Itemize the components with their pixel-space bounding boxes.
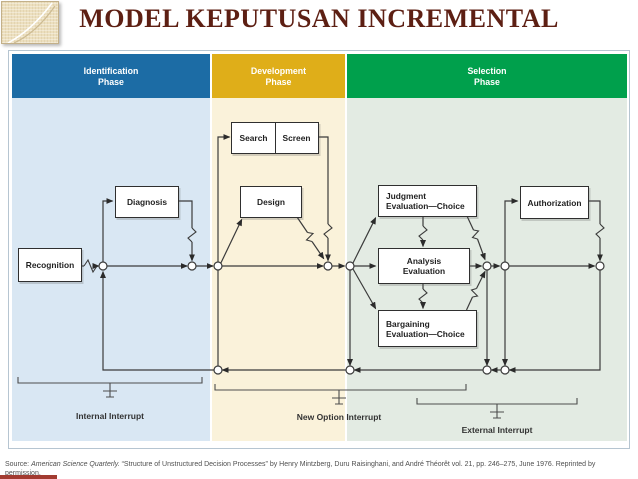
box-label: Evaluation—Choice bbox=[386, 328, 465, 339]
interrupt-squiggle-icon bbox=[595, 223, 605, 239]
box-analysis-evaluation: Analysis Evaluation bbox=[378, 248, 470, 284]
interrupt-squiggle-icon bbox=[470, 287, 479, 298]
box-label: Authorization bbox=[527, 197, 582, 208]
phase-header-selection: Selection Phase bbox=[347, 54, 627, 98]
box-search: Search bbox=[233, 123, 275, 153]
phase-label: Development bbox=[250, 66, 307, 76]
box-label: Screen bbox=[282, 133, 311, 143]
phase-label: Phase bbox=[474, 76, 500, 87]
interrupt-squiggle-icon bbox=[471, 229, 480, 240]
selection-branch-lines bbox=[352, 198, 605, 311]
corner-ornament bbox=[1, 1, 59, 44]
development-branch-lines bbox=[217, 134, 333, 264]
corner-arc-icon bbox=[7, 2, 56, 43]
junction-nodes bbox=[98, 261, 605, 375]
interrupt-brackets bbox=[17, 377, 578, 419]
box-bargaining-evaluation-choice: Bargaining Evaluation—Choice bbox=[378, 310, 477, 347]
interrupt-ground-icon bbox=[332, 390, 346, 405]
page-title: MODEL KEPUTUSAN INCREMENTAL bbox=[79, 4, 559, 33]
label-new-option-interrupt: New Option Interrupt bbox=[296, 412, 382, 422]
interrupt-squiggle-icon bbox=[323, 223, 333, 239]
phase-label: Identification bbox=[83, 66, 139, 76]
phase-column-development bbox=[212, 98, 345, 441]
label-external-interrupt: External Interrupt bbox=[461, 425, 533, 435]
box-recognition: Recognition bbox=[18, 248, 82, 282]
interrupt-squiggle-icon bbox=[187, 227, 197, 243]
interrupt-ground-icon bbox=[490, 404, 504, 419]
interrupt-ground-icon bbox=[103, 383, 117, 398]
feedback-lines bbox=[100, 270, 601, 373]
phase-header-development: Development Phase bbox=[212, 54, 345, 98]
box-authorization: Authorization bbox=[520, 186, 589, 219]
phase-header-identification: Identification Phase bbox=[12, 54, 210, 98]
interrupt-squiggle-icon bbox=[418, 225, 428, 241]
box-judgment-evaluation-choice: Judgment Evaluation—Choice bbox=[378, 185, 477, 217]
label-internal-interrupt: Internal Interrupt bbox=[75, 411, 144, 421]
phase-label: Phase bbox=[265, 76, 292, 87]
box-label: Design bbox=[257, 197, 285, 207]
box-label: Recognition bbox=[25, 260, 75, 270]
phase-label: Phase bbox=[98, 76, 124, 87]
interrupt-squiggle-icon bbox=[305, 231, 315, 243]
bottom-red-bar bbox=[0, 475, 57, 479]
source-prefix: Source: bbox=[5, 461, 32, 468]
box-label: Diagnosis bbox=[126, 197, 168, 207]
box-design: Design bbox=[240, 186, 302, 218]
box-label: Search bbox=[239, 133, 268, 143]
main-flow-lines bbox=[80, 258, 596, 274]
box-label: Bargaining bbox=[386, 318, 430, 329]
box-label: Evaluation—Choice bbox=[386, 201, 465, 211]
source-citation: Source: American Science Quarterly. “Str… bbox=[5, 460, 629, 478]
identification-branch-lines bbox=[102, 198, 197, 262]
interrupt-squiggle-icon bbox=[83, 258, 98, 274]
box-label: Evaluation bbox=[402, 266, 446, 276]
box-diagnosis: Diagnosis bbox=[115, 186, 179, 218]
source-journal: American Science Quarterly. bbox=[31, 461, 120, 468]
box-label: Analysis bbox=[406, 256, 442, 266]
source-text: “Structure of Unstructured Decision Proc… bbox=[5, 461, 596, 477]
box-screen: Screen bbox=[274, 123, 318, 153]
box-label: Judgment bbox=[386, 191, 427, 201]
phase-label: Selection bbox=[467, 66, 507, 76]
box-search-screen: Search Screen bbox=[231, 122, 319, 154]
interrupt-squiggle-icon bbox=[418, 288, 428, 304]
